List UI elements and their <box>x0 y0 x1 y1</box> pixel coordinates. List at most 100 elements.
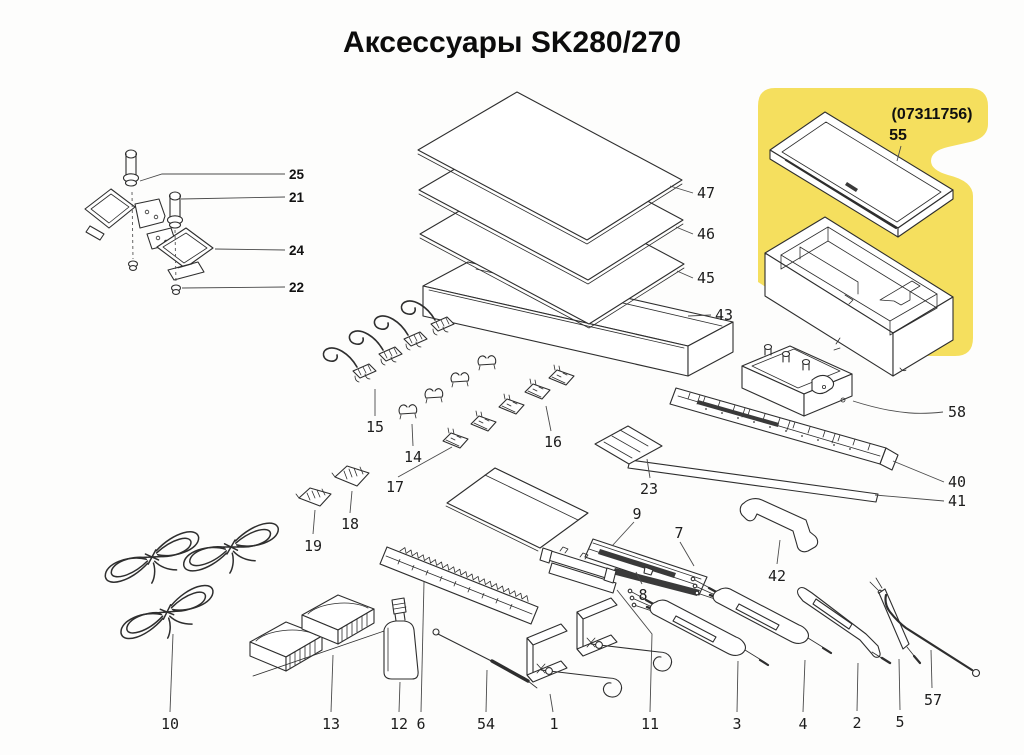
figure-claw-weight-2 <box>348 330 403 366</box>
part-label-19: 19 <box>304 537 322 555</box>
leader-4 <box>802 659 806 713</box>
leader-46 <box>675 226 694 235</box>
part-label-46: 46 <box>697 225 715 243</box>
leader-13 <box>330 654 334 713</box>
part-number-label: (07311756) <box>892 106 973 123</box>
part-label-8: 8 <box>638 586 647 604</box>
part-label-58: 58 <box>948 403 966 421</box>
part-label-15: 15 <box>366 418 384 436</box>
figure-latch-tool-54 <box>432 628 538 689</box>
part-label-17: 17 <box>386 478 404 496</box>
leader-22 <box>181 286 286 289</box>
figure-ruler-40 <box>669 387 899 471</box>
leader-47 <box>669 185 694 194</box>
part-label-47: 47 <box>697 184 715 202</box>
figure-gauge-ruler-6 <box>379 546 539 625</box>
figure-case-lid <box>769 111 954 238</box>
figure-yarn-hank-3 <box>116 571 224 661</box>
leader-57 <box>930 649 933 689</box>
figure-blank-sheet <box>445 467 589 552</box>
leader-19 <box>312 509 316 535</box>
figure-sponge-baseline <box>252 628 391 677</box>
leader-45 <box>676 270 694 279</box>
part-label-3: 3 <box>732 715 741 733</box>
part-label-24: 24 <box>289 243 305 258</box>
leader-55 <box>896 145 902 162</box>
part-label-11: 11 <box>641 715 659 733</box>
figure-wire-57 <box>884 593 981 678</box>
part-label-13: 13 <box>322 715 340 733</box>
leader-3 <box>736 660 739 713</box>
leader-14 <box>411 423 414 447</box>
part-label-57: 57 <box>924 691 942 709</box>
figure-tension-unit-left <box>84 149 166 271</box>
figure-clip16-2 <box>470 410 497 432</box>
figure-bar-41 <box>627 459 879 503</box>
figure-clip14-2 <box>424 388 444 404</box>
figure-yarn-hank-2 <box>179 508 288 594</box>
leader-8 <box>635 571 643 585</box>
leader-2 <box>856 662 859 712</box>
part-label-40: 40 <box>948 473 966 491</box>
leader-58 <box>852 400 944 414</box>
figure-claw-weight-1 <box>322 347 377 383</box>
figure-bracket-42 <box>739 498 819 553</box>
part-label-55: 55 <box>889 127 907 144</box>
part-label-25: 25 <box>289 167 305 182</box>
leader-41 <box>874 494 945 502</box>
leader-5 <box>898 658 901 711</box>
leader-24 <box>214 248 286 251</box>
figure-sheet-47 <box>417 91 683 245</box>
leader-10 <box>169 633 174 713</box>
small-screw-mark <box>833 337 841 351</box>
part-label-4: 4 <box>798 715 807 733</box>
figure-oil-bottle-12 <box>383 597 419 680</box>
figure-clip-18 <box>331 465 370 487</box>
part-label-16: 16 <box>544 433 562 451</box>
leader-12 <box>398 681 401 713</box>
figure-rail-11 <box>539 546 617 594</box>
part-label-42: 42 <box>768 567 786 585</box>
leader-9 <box>611 521 635 547</box>
figure-claw-weight-3 <box>373 315 428 351</box>
part-label-6: 6 <box>416 715 425 733</box>
figure-clamp-1a <box>526 623 623 698</box>
part-label-5: 5 <box>895 713 904 731</box>
figure-clip16-4 <box>524 378 551 400</box>
leader-21 <box>180 196 286 200</box>
figure-carriage-58 <box>741 343 853 417</box>
figure-clip14-3 <box>450 372 470 388</box>
part-label-22: 22 <box>289 280 304 295</box>
leader-16 <box>545 405 552 432</box>
leader-18 <box>349 490 353 514</box>
figure-case-tray <box>764 216 954 377</box>
part-label-18: 18 <box>341 515 359 533</box>
figure-tension-unit-right <box>146 191 214 295</box>
part-label-2: 2 <box>852 714 861 732</box>
part-label-14: 14 <box>404 448 422 466</box>
figure-yarn-hank-1 <box>100 517 209 605</box>
leader-43 <box>687 314 712 317</box>
figure-needle-pusher-2 <box>797 587 892 665</box>
part-label-10: 10 <box>161 715 179 733</box>
part-label-1: 1 <box>549 715 558 733</box>
part-label-21: 21 <box>289 190 305 205</box>
figure-needle-bar-7-8-9 <box>584 538 708 596</box>
leader-42 <box>776 539 781 565</box>
leader-11 <box>616 589 653 713</box>
part-label-45: 45 <box>697 269 715 287</box>
figure-clip16-5 <box>548 364 575 386</box>
leader-40 <box>892 460 945 483</box>
leader-7 <box>679 541 695 567</box>
leader-6 <box>420 581 425 713</box>
figure-clip14-4 <box>477 355 497 371</box>
part-label-41: 41 <box>948 492 966 510</box>
figure-clip14-1 <box>398 404 418 420</box>
figure-clip16-1 <box>442 427 469 449</box>
leader-23 <box>646 458 651 479</box>
page-title: Аксессуары SK280/270 <box>343 26 681 59</box>
part-label-54: 54 <box>477 715 495 733</box>
leader-17 <box>397 446 453 478</box>
